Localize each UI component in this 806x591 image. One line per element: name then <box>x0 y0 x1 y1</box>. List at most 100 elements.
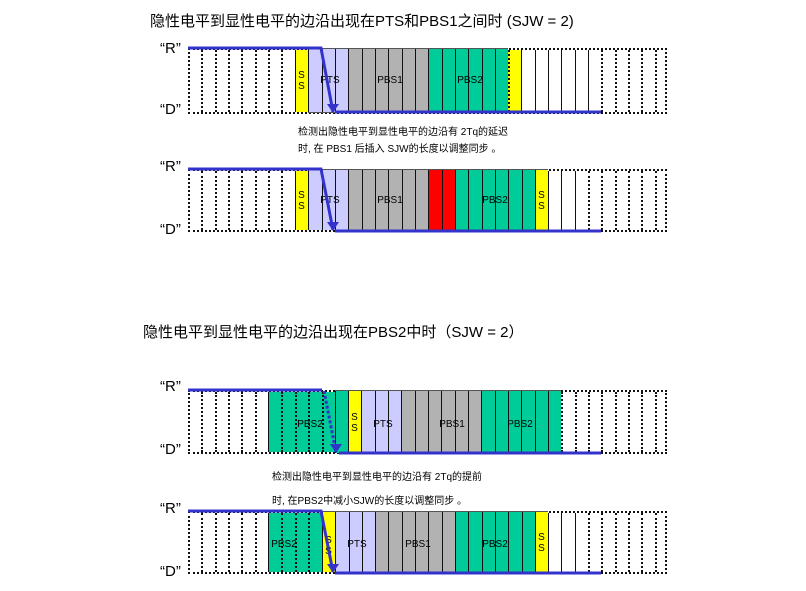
note-line-1: 检测出隐性电平到显性电平的边沿有 2Tq的提前 <box>272 472 483 483</box>
pbs1-label: PBS1 <box>439 419 465 430</box>
tq-cell <box>228 513 241 572</box>
tq-cell <box>601 392 615 452</box>
pts-cell <box>308 49 322 112</box>
tq-cell <box>628 513 641 572</box>
signal-line-2 <box>188 167 601 233</box>
pbs1-cell <box>455 391 468 453</box>
pbs1-cell <box>468 391 481 453</box>
pbs2-cell <box>281 392 295 452</box>
pbs1-cell <box>388 49 402 112</box>
tq-cell <box>228 392 241 452</box>
tq-cell <box>641 50 655 112</box>
tq-cell <box>561 513 575 572</box>
tq-cell <box>281 50 295 112</box>
ss-segment <box>295 171 308 230</box>
tq-cell <box>601 171 615 230</box>
tq-cell <box>548 171 561 230</box>
tq-cell <box>575 171 588 230</box>
pts-cell <box>375 391 388 453</box>
pbs2-label: PBS2 <box>457 75 483 86</box>
pbs2-cell <box>482 49 495 112</box>
pbs1-cell <box>375 49 388 112</box>
pts-cell <box>335 512 349 572</box>
level-r-label: “R” <box>160 378 181 395</box>
tq-cell <box>628 50 641 112</box>
tq-cell <box>215 513 228 572</box>
pbs2-cell <box>535 391 548 453</box>
pbs2-cell <box>428 49 442 112</box>
tq-cell <box>228 50 241 112</box>
ss-segment <box>348 391 361 453</box>
note-line-2: 时, 在 PBS1 后插入 SJW的长度以调整同步 。 <box>298 144 502 155</box>
tq-cell <box>535 50 548 112</box>
tq-cell <box>601 513 615 572</box>
tq-cell <box>255 50 268 112</box>
segment-top-border <box>322 511 548 512</box>
tq-cell <box>615 513 628 572</box>
pbs2-cell <box>335 391 348 453</box>
pbs1-cell <box>415 49 428 112</box>
tq-cell <box>561 171 575 230</box>
pbs2-cell <box>268 513 281 572</box>
tq-cell <box>575 513 588 572</box>
pbs1-cell <box>415 170 428 230</box>
tq-cell <box>615 392 628 452</box>
tq-cell <box>215 392 228 452</box>
tq-cell <box>641 171 655 230</box>
pbs2-label: PBS2 <box>482 195 508 206</box>
sjw-insert-cell <box>442 170 455 230</box>
tq-cell <box>255 171 268 230</box>
pbs2-cell <box>468 170 482 230</box>
pbs2-cell <box>308 392 322 452</box>
pbs1-cell <box>415 512 428 572</box>
tq-cell <box>628 171 641 230</box>
pbs2-cell <box>308 513 322 572</box>
segment-top-border <box>335 390 561 391</box>
pbs2-label: PBS2 <box>482 539 508 550</box>
pbs2-cell <box>468 49 482 112</box>
tq-cell <box>575 392 588 452</box>
section2-title: 隐性电平到显性电平的边沿出现在PBS2中时（SJW = 2） <box>143 324 524 341</box>
level-d-label: “D” <box>160 441 181 458</box>
pbs1-label: PBS1 <box>377 195 403 206</box>
level-r-label: “R” <box>160 40 181 57</box>
pbs2-cell <box>522 170 535 230</box>
pbs2-cell <box>495 170 508 230</box>
pbs1-cell <box>402 49 415 112</box>
tq-cell <box>628 392 641 452</box>
note-line-1: 检测出隐性电平到显性电平的边沿有 2Tq的延迟 <box>298 127 509 138</box>
pbs2-cell <box>295 513 308 572</box>
pbs2-cell <box>295 392 308 452</box>
signal-line-4 <box>188 509 601 575</box>
pbs2-cell <box>508 512 522 572</box>
pbs1-cell <box>428 391 441 453</box>
ss-segment <box>508 50 521 112</box>
tq-cell <box>268 171 281 230</box>
pts-cell <box>335 49 348 112</box>
pbs1-cell <box>402 512 415 572</box>
pbs1-cell <box>428 512 442 572</box>
tq-cell <box>201 513 215 572</box>
pbs2-cell <box>548 391 561 453</box>
section1-note: 检测出隐性电平到显性电平的边沿有 2Tq的延迟 时, 在 PBS1 后插入 SJ… <box>298 124 508 158</box>
level-d-label: “D” <box>160 563 181 580</box>
segment-top-border <box>308 169 548 170</box>
pbs2-cell <box>508 170 522 230</box>
signal-line-1 <box>188 46 601 114</box>
tq-cell <box>561 50 575 112</box>
tq-cell <box>215 50 228 112</box>
pts-label: PTS <box>320 75 340 86</box>
pbs2-cell <box>522 512 535 572</box>
pbs1-cell <box>388 170 402 230</box>
tq-cell <box>201 171 215 230</box>
pts-label: PTS <box>373 419 393 430</box>
pbs2-cell <box>455 512 468 572</box>
pts-cell <box>349 512 362 572</box>
tq-cell <box>575 50 588 112</box>
pts-cell <box>361 391 375 453</box>
tq-cell <box>615 50 628 112</box>
tq-cell <box>255 392 268 452</box>
